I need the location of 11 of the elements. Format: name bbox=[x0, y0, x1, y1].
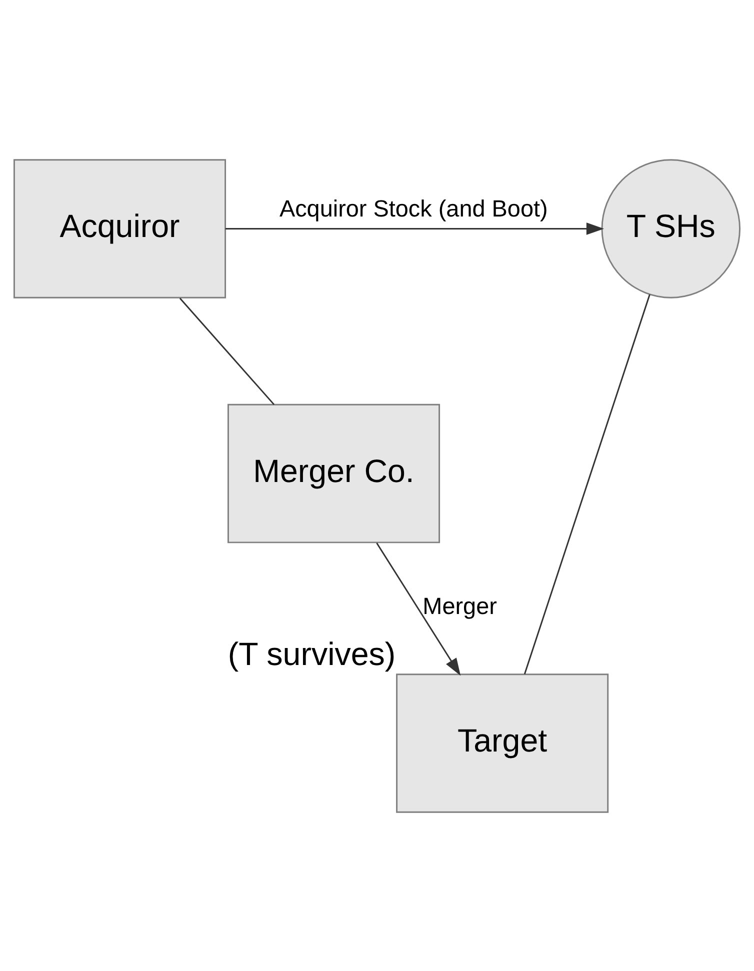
edge-label: Acquiror Stock (and Boot) bbox=[279, 195, 548, 222]
node-box: Acquiror bbox=[13, 158, 226, 298]
edge-label: Merger bbox=[422, 592, 497, 618]
node-label: (T survives) bbox=[228, 635, 396, 672]
node-box: Merger Co. bbox=[228, 403, 440, 543]
arrow bbox=[376, 542, 461, 676]
node-box: Target bbox=[396, 673, 609, 812]
arrow bbox=[225, 222, 604, 234]
node-circle: T SHs bbox=[601, 158, 741, 298]
connector bbox=[179, 297, 275, 405]
connector bbox=[524, 294, 650, 674]
